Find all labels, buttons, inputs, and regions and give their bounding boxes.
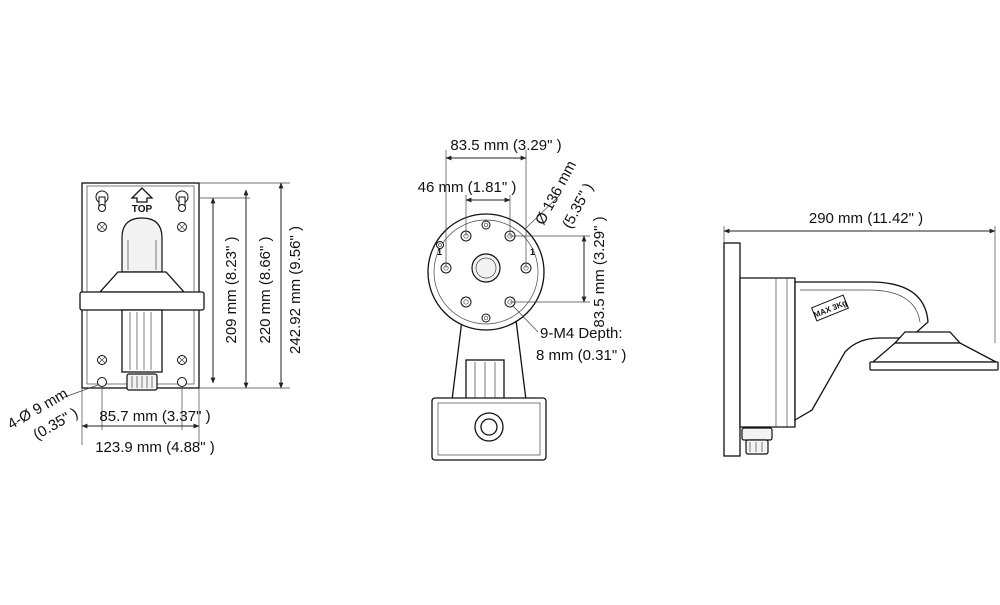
screw-icon bbox=[177, 355, 187, 365]
vertical-label: 83.5 mm (3.29" ) bbox=[591, 216, 608, 327]
screw-hole-icon bbox=[481, 313, 491, 323]
keyhole-icon bbox=[175, 190, 189, 212]
inner-width-label: 46 mm (1.81" ) bbox=[418, 179, 517, 196]
wall-plate bbox=[723, 242, 741, 457]
dim-209-label: 209 mm (8.23" ) bbox=[223, 236, 240, 343]
hole-marker-left: 1 bbox=[437, 247, 442, 257]
screw-hole-icon bbox=[460, 296, 472, 308]
front-view: TOP 209 mm (8.23" ) 220 mm (8.66" ) 242.… bbox=[5, 182, 304, 456]
keyhole-icon bbox=[95, 190, 109, 212]
dome-collar bbox=[893, 331, 962, 344]
screw-icon bbox=[97, 355, 107, 365]
mount-flange bbox=[79, 291, 205, 311]
side-view: 290 mm (11.42" ) MAX 3Kg bbox=[723, 210, 999, 457]
width-label: 123.9 mm (4.88" ) bbox=[95, 439, 215, 456]
dim-220-label: 220 mm (8.66" ) bbox=[257, 236, 274, 343]
screw-hole-icon bbox=[481, 220, 491, 230]
dome-base bbox=[871, 342, 997, 363]
junction-stem bbox=[121, 309, 163, 373]
arm-body bbox=[121, 217, 163, 273]
junction-box-side bbox=[739, 277, 796, 428]
thread-label-1: 9-M4 Depth: bbox=[540, 325, 623, 342]
top-width-label: 83.5 mm (3.29" ) bbox=[450, 137, 561, 154]
top-label: TOP bbox=[132, 204, 153, 215]
side-cable-gland bbox=[741, 427, 773, 441]
mount-hole-icon bbox=[177, 377, 187, 387]
dim-242-label: 242.92 mm (9.56" ) bbox=[287, 226, 304, 354]
top-arrow-icon bbox=[130, 187, 154, 203]
hole-marker-right: 1 bbox=[530, 247, 535, 257]
screw-hole-icon bbox=[436, 241, 444, 249]
hole-spacing-label: 85.7 mm (3.37" ) bbox=[99, 408, 210, 425]
screw-icon bbox=[97, 222, 107, 232]
screw-icon bbox=[177, 222, 187, 232]
dome-rim bbox=[869, 361, 999, 371]
bottom-view: 1 1 83.5 mm (3.29" ) 46 mm (1.81" ) Ø 13… bbox=[418, 137, 626, 461]
thread-label-2: 8 mm (0.31" ) bbox=[536, 347, 626, 364]
mount-hole-icon bbox=[97, 377, 107, 387]
length-label: 290 mm (11.42" ) bbox=[809, 210, 923, 227]
